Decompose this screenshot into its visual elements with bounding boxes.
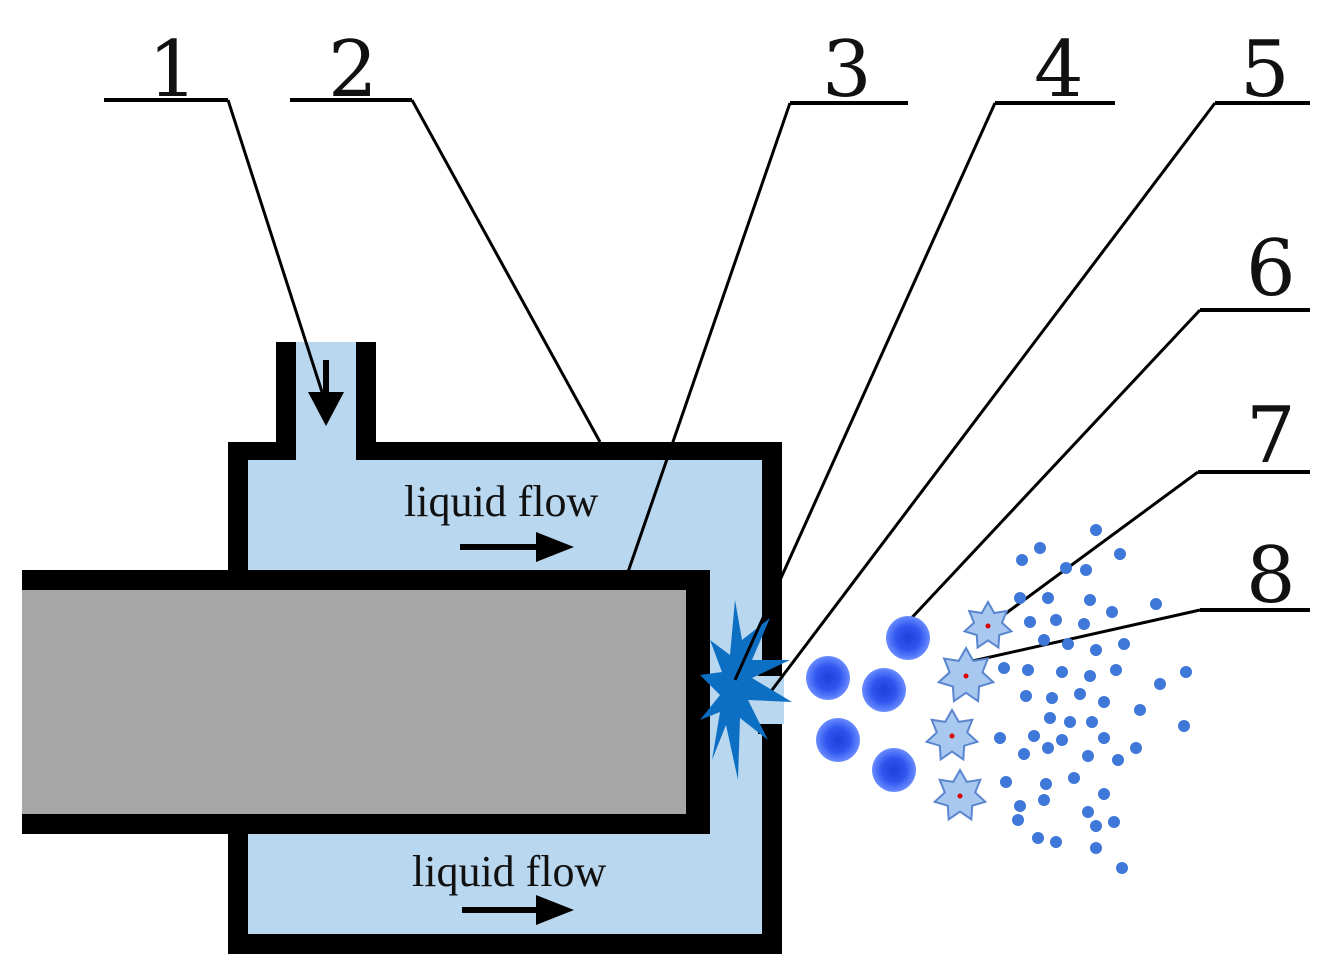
star-core [985,623,991,629]
star-core [963,673,969,679]
callout-label-7: 7 [1246,391,1296,481]
leader-lines [226,99,1217,691]
callout-label-3: 3 [822,25,872,115]
small-droplet [1028,730,1040,742]
flow-label-top: liquid flow [404,477,599,526]
small-droplet [1090,842,1102,854]
small-droplet [1084,594,1096,606]
small-droplet [1134,704,1146,716]
leader-8 [967,608,1201,664]
leader-3 [626,102,792,573]
callout-label-2: 2 [328,25,378,115]
small-droplet [1064,716,1076,728]
callout-label-4: 4 [1034,25,1084,115]
small-droplet [1018,748,1030,760]
small-droplet [1038,794,1050,806]
small-droplet [1042,592,1054,604]
small-droplet [1044,712,1056,724]
rod-core [22,590,686,814]
small-droplet [1074,688,1086,700]
callout-label-6: 6 [1246,224,1296,314]
small-droplet [1114,548,1126,560]
small-droplet [1014,800,1026,812]
large-droplet [886,616,930,660]
leader-2 [410,99,602,443]
small-droplet [1060,562,1072,574]
small-droplet [1046,692,1058,704]
small-droplet [1106,606,1118,618]
small-droplet [1180,666,1192,678]
small-droplet [1084,670,1096,682]
small-droplet [1116,862,1128,874]
inlet-opening [296,440,356,464]
small-droplet [1050,614,1062,626]
rod-electrode [22,570,710,834]
small-droplet [1062,638,1074,650]
small-droplet [1112,754,1124,766]
small-droplet [1154,678,1166,690]
small-droplet [1118,638,1130,650]
small-droplet [1040,778,1052,790]
callout-label-8: 8 [1246,531,1296,621]
small-droplet [1130,742,1142,754]
small-droplet [1090,524,1102,536]
small-droplets [994,524,1192,874]
large-droplet [862,668,906,712]
small-droplet [1034,542,1046,554]
small-droplet [1068,772,1080,784]
leader-1 [226,99,324,393]
small-droplet [1024,616,1036,628]
large-droplet [872,748,916,792]
small-droplet [1098,696,1110,708]
small-droplet [1080,564,1092,576]
large-droplets [806,616,930,792]
small-droplet [1016,554,1028,566]
small-droplet [1082,806,1094,818]
small-droplet [994,732,1006,744]
small-droplet [1108,816,1120,828]
small-droplet [1078,618,1090,630]
small-droplet [1042,742,1054,754]
small-droplet [1020,690,1032,702]
small-droplet [1050,836,1062,848]
leader-5 [770,102,1217,691]
discharge-spark [700,600,792,780]
small-droplet [1014,592,1026,604]
small-droplet [1098,788,1110,800]
flow-label-bottom: liquid flow [412,847,607,896]
small-droplet [1038,634,1050,646]
small-droplet [1012,814,1024,826]
flow-arrow-bottom [462,895,574,925]
small-droplet [1000,776,1012,788]
small-droplet [1150,598,1162,610]
small-droplet [1082,750,1094,762]
small-droplet [1086,716,1098,728]
callout-label-5: 5 [1240,25,1290,115]
small-droplet [1178,720,1190,732]
large-droplet [806,656,850,700]
small-droplet [1090,820,1102,832]
small-droplet [1022,664,1034,676]
callout-label-1: 1 [148,25,198,115]
large-droplet [816,718,860,762]
flow-arrow-top [460,532,574,562]
star-core [957,793,963,799]
small-droplet [998,662,1010,674]
inlet-arrow [308,360,344,426]
small-droplet [1056,734,1068,746]
small-droplet [1090,644,1102,656]
leader-6 [903,308,1202,627]
star-core [949,733,955,739]
star-particles [924,599,1014,822]
callouts: 1 2 3 4 5 6 7 8 [104,25,1310,621]
small-droplet [1056,666,1068,678]
small-droplet [1110,664,1122,676]
small-droplet [1032,832,1044,844]
leader-4 [733,102,997,681]
small-droplet [1098,732,1110,744]
